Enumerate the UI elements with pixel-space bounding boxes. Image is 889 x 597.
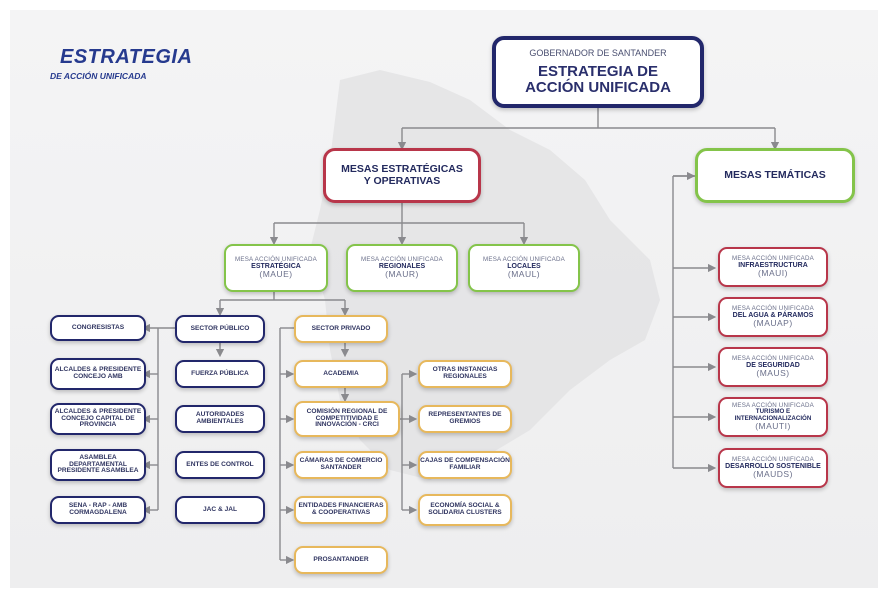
tematica-code: (MAUI) [758,268,788,279]
mau-code: (MAUL) [507,269,541,280]
tematica-name: TURISMO E INTERNACIONALIZACIÓN [734,408,812,422]
tematica-name: DESARROLLO SOSTENIBLE [725,463,821,471]
tematica-name: DE SEGURIDAD [746,362,800,370]
tematica-code: (MAUTI) [755,421,791,432]
mesas-tematicas-box: MESAS TEMÁTICAS [695,148,855,203]
estrategia-title-2: ACCIÓN UNIFICADA [525,78,671,96]
privado-box-2: ACADEMIA [294,360,388,388]
mesas-estrategicas-box: MESAS ESTRATÉGICAS Y OPERATIVAS [323,148,481,203]
otras-box-4: ECONOMÍA SOCIAL & SOLIDARIA CLUSTERS [418,494,512,526]
mesas-estrategicas-line2: Y OPERATIVAS [363,174,441,187]
publico-box-5: JAC & JAL [175,496,265,524]
mesa-estrategica-box: MESA ACCIÓN UNIFICADA ESTRATÉGICA (MAUE) [224,244,328,292]
privado-box-6: PROSANTANDER [294,546,388,574]
left-box-5: SENA - RAP - AMB CORMAGDALENA [50,496,146,524]
tematica-code: (MAUAP) [753,318,793,329]
diagram-canvas: ESTRATEGIA DE ACCIÓN UNIFICADA GOBERNADO… [10,10,878,588]
mau-prefix: MESA ACCIÓN UNIFICADA [732,354,814,362]
mesas-estrategicas-line1: MESAS ESTRATÉGICAS [341,163,463,176]
gobernador-box: GOBERNADOR DE SANTANDER ESTRATEGIA DE AC… [492,36,704,108]
logo-subtitle: DE ACCIÓN UNIFICADA [50,71,147,81]
tematica-box-3: MESA ACCIÓN UNIFICADA DE SEGURIDAD (MAUS… [718,347,828,387]
mau-prefix: MESA ACCIÓN UNIFICADA [732,254,814,262]
logo-title: ESTRATEGIA [60,46,193,68]
mesa-regionales-box: MESA ACCIÓN UNIFICADA REGIONALES (MAUR) [346,244,458,292]
tematica-box-2: MESA ACCIÓN UNIFICADA DEL AGUA & PÁRAMOS… [718,297,828,337]
mau-name: LOCALES [507,263,541,271]
privado-box-4: CÁMARAS DE COMERCIO SANTANDER [294,451,388,479]
gobernador-label: GOBERNADOR DE SANTANDER [529,47,667,58]
left-box-3: ALCALDES & PRESIDENTE CONCEJO CAPITAL DE… [50,403,146,435]
left-box-1: CONGRESISTAS [50,315,146,341]
publico-box-3: AUTORIDADES AMBIENTALES [175,405,265,433]
mau-prefix: MESA ACCIÓN UNIFICADA [732,455,814,463]
tematica-code: (MAUS) [756,368,790,379]
mau-name: ESTRATÉGICA [251,263,301,271]
otras-box-2: REPRESENTANTES DE GREMIOS [418,405,512,433]
tematica-box-5: MESA ACCIÓN UNIFICADA DESARROLLO SOSTENI… [718,448,828,488]
tematica-name: INFRAESTRUCTURA [738,262,808,270]
mau-prefix: MESA ACCIÓN UNIFICADA [732,401,814,409]
left-box-2: ALCALDES & PRESIDENTE CONCEJO AMB [50,358,146,390]
tematica-box-4: MESA ACCIÓN UNIFICADA TURISMO E INTERNAC… [718,397,828,437]
connector-lines [141,108,780,565]
mau-prefix: MESA ACCIÓN UNIFICADA [732,304,814,312]
mau-prefix: MESA ACCIÓN UNIFICADA [235,255,317,263]
privado-box-3: COMISIÓN REGIONAL DE COMPETITIVIDAD E IN… [294,401,400,437]
left-box-4: ASAMBLEA DEPARTAMENTAL PRESIDENTE ASAMBL… [50,449,146,481]
mau-prefix: MESA ACCIÓN UNIFICADA [361,255,443,263]
tematica-name: DEL AGUA & PÁRAMOS [732,312,814,320]
mau-name: REGIONALES [378,263,426,271]
privado-box-5: ENTIDADES FINANCIERAS & COOPERATIVAS [294,496,388,524]
logo: ESTRATEGIA DE ACCIÓN UNIFICADA [46,46,192,96]
otras-box-3: CAJAS DE COMPENSACIÓN FAMILIAR [418,451,512,479]
otras-box-1: OTRAS INSTANCIAS REGIONALES [418,360,512,388]
tematica-code: (MAUDS) [753,469,793,480]
publico-box-1: SECTOR PÚBLICO [175,315,265,343]
publico-box-4: ENTES DE CONTROL [175,451,265,479]
publico-box-2: FUERZA PÚBLICA [175,360,265,388]
mau-code: (MAUE) [259,269,293,280]
mesas-tematicas-label: MESAS TEMÁTICAS [724,168,826,181]
mesa-locales-box: MESA ACCIÓN UNIFICADA LOCALES (MAUL) [468,244,580,292]
mau-code: (MAUR) [385,269,419,280]
tematica-box-1: MESA ACCIÓN UNIFICADA INFRAESTRUCTURA (M… [718,247,828,287]
mau-prefix: MESA ACCIÓN UNIFICADA [483,255,565,263]
privado-box-1: SECTOR PRIVADO [294,315,388,343]
estrategia-title-1: ESTRATEGIA DE [537,62,658,80]
